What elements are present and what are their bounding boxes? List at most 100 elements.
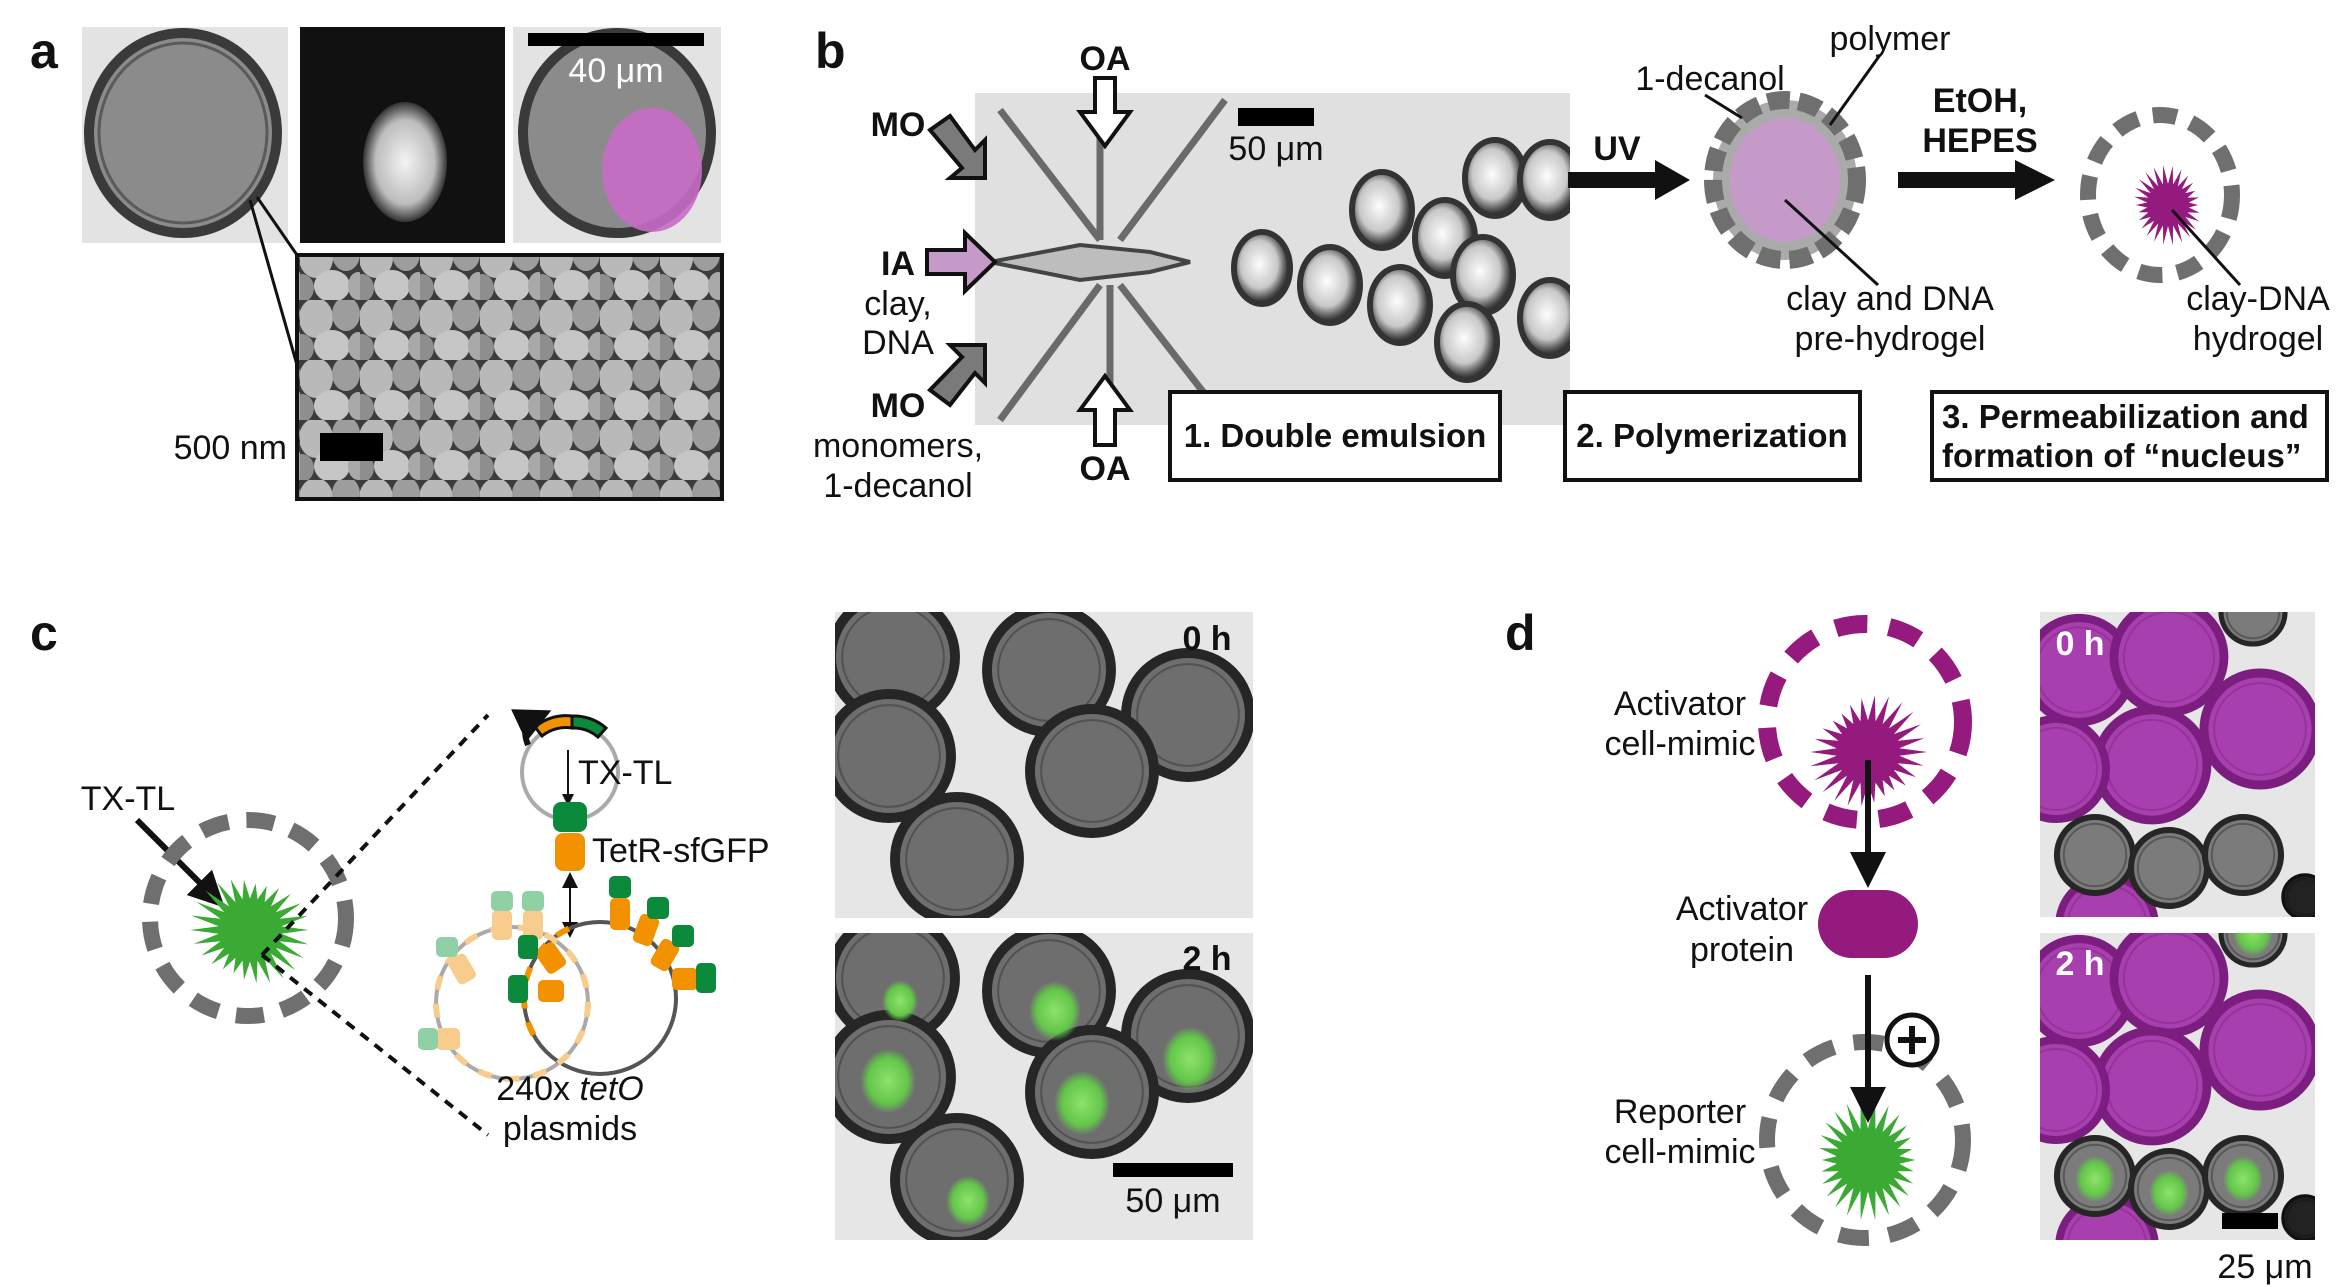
magenta-droplet-inner-ring xyxy=(2040,1048,2098,1132)
overlay-micrograph xyxy=(513,27,721,243)
time-label-0h-d: 0 h xyxy=(2055,625,2104,663)
label-ia: IA xyxy=(881,245,915,283)
label-tetr-sfgfp: TetR-sfGFP xyxy=(592,832,770,870)
magenta-droplet xyxy=(2092,1026,2212,1146)
droplet xyxy=(835,689,956,823)
pre-hydrogel-core xyxy=(1730,118,1840,242)
tetr-domain xyxy=(555,833,585,871)
magenta-droplet-inner-ring xyxy=(2213,682,2307,776)
droplet-inner-ring xyxy=(837,1025,941,1129)
activator-protein-icon xyxy=(1818,890,1918,958)
green-fluorescent-spot xyxy=(2149,1170,2189,1216)
leader-line xyxy=(1828,54,1882,126)
reporter-droplet-inner-ring xyxy=(2225,933,2281,961)
time-label-2h-d: 2 h xyxy=(2055,945,2104,983)
magenta-droplet-inner-ring xyxy=(2122,612,2216,704)
step-label-3a: 3. Permeabilization and xyxy=(1942,398,2309,435)
magenta-droplet-inner-ring xyxy=(2122,933,2216,1025)
green-fluorescent-spot xyxy=(1029,981,1081,1041)
green-fluorescent-spot xyxy=(2075,1156,2115,1202)
label-hydrogel-1: clay-DNA xyxy=(2186,280,2330,318)
label-oa-bottom: OA xyxy=(1080,450,1131,488)
label-reporter-mimic-1: Reporter xyxy=(1614,1093,1746,1131)
label-mo-top: MO xyxy=(871,106,926,144)
magenta-droplet-inner-ring xyxy=(2213,1003,2307,1097)
reporter-droplet xyxy=(2201,813,2285,897)
mo-inlet-arrow-icon xyxy=(927,113,987,180)
ia-inlet-arrow-icon xyxy=(925,228,998,296)
scale-bar-label-500nm: 500 nm xyxy=(174,429,287,467)
zoom-line xyxy=(248,199,299,366)
label-reporter-mimic-2: cell-mimic xyxy=(1604,1133,1755,1171)
polymerized-cell-mimic xyxy=(1704,91,1866,269)
time-label-0h-c: 0 h xyxy=(1182,620,1231,658)
label-uv: UV xyxy=(1593,130,1641,168)
reporter-droplet-inner-ring xyxy=(2062,1143,2128,1209)
magenta-droplet-inner-ring xyxy=(2040,727,2098,811)
step-box-polymerization: 2. Polymerization xyxy=(1563,390,1862,482)
droplet-inner-ring xyxy=(2285,877,2315,917)
plasmid-count: 240x xyxy=(496,1070,579,1108)
droplet xyxy=(890,792,1024,918)
zoom-dashed-line xyxy=(260,953,490,1137)
brightfield-micrograph xyxy=(82,27,288,243)
reporter-droplet-inner-ring xyxy=(2210,822,2276,888)
reporter-droplet-inner-ring xyxy=(2225,612,2281,640)
microfluidic-chip-image xyxy=(975,93,1570,425)
magenta-droplet xyxy=(2109,933,2229,1038)
label-activator-protein-2: protein xyxy=(1690,931,1794,969)
green-fluorescent-spot xyxy=(1054,1070,1110,1136)
droplet xyxy=(1025,704,1159,838)
scale-bar-25um-d xyxy=(2222,1213,2278,1229)
green-fluorescent-spot xyxy=(1162,1026,1218,1092)
fluorescent-nucleus xyxy=(363,102,447,222)
label-mo-desc-1: monomers, xyxy=(813,427,983,465)
scale-bar-50um-c xyxy=(1113,1163,1233,1177)
label-prehydrogel-2: pre-hydrogel xyxy=(1795,320,1986,358)
reporter-droplet-inner-ring xyxy=(2062,822,2128,888)
micrograph-2h-c xyxy=(835,933,1253,1240)
magenta-droplet xyxy=(2040,1036,2110,1144)
micrograph-0h-c xyxy=(835,612,1253,918)
activator-cell-mimic xyxy=(1758,615,1972,829)
panel-label-c: c xyxy=(30,605,58,661)
scale-bar-40um xyxy=(528,33,704,46)
plasmid-name: tetO xyxy=(579,1070,643,1108)
label-activator-mimic-2: cell-mimic xyxy=(1604,725,1755,763)
magenta-droplet xyxy=(2040,715,2110,823)
leader-line xyxy=(1783,198,1880,287)
leader-line xyxy=(2170,208,2242,287)
step-box-double-emulsion: 1. Double emulsion xyxy=(1168,390,1502,482)
label-plasmids: plasmids xyxy=(503,1110,637,1148)
leader-line xyxy=(1704,93,1743,120)
droplet-inner-ring xyxy=(1040,1040,1144,1144)
scale-bar-label-40um: 40 μm xyxy=(568,52,663,90)
activation-plus-icon xyxy=(1884,1012,1940,1068)
bound-repressors-faded xyxy=(418,891,544,1050)
droplet-inner-ring xyxy=(905,1128,1009,1232)
magenta-nucleus xyxy=(602,108,702,232)
label-mo-desc-2: 1-decanol xyxy=(823,467,972,505)
micrograph-0h-d xyxy=(2040,612,2315,917)
magenta-droplet xyxy=(2199,989,2315,1111)
reporter-nucleus-icon xyxy=(1819,1099,1916,1221)
droplet-inner-ring xyxy=(1136,663,1240,767)
label-activator-protein-1: Activator xyxy=(1676,890,1808,928)
oa-inlet-arrow-icon xyxy=(1076,372,1134,447)
label-polymer: polymer xyxy=(1830,20,1951,58)
scale-bar-label-25um-d: 25 μm xyxy=(2217,1248,2312,1286)
label-txtl: TX-TL xyxy=(81,780,175,818)
zoom-line xyxy=(255,196,299,256)
step-label-1: 1. Double emulsion xyxy=(1184,417,1487,454)
label-hepes: HEPES xyxy=(1922,122,2037,160)
reporter-droplet-inner-ring xyxy=(2136,1156,2202,1222)
label-1-decanol: 1-decanol xyxy=(1635,60,1784,98)
green-fluorescent-spot xyxy=(2223,1156,2263,1202)
step-box-permeabilization: 3. Permeabilization and formation of “nu… xyxy=(1930,390,2329,482)
droplet-inner-ring xyxy=(837,704,941,808)
panel-label-b: b xyxy=(815,23,846,79)
reporter-droplet xyxy=(2053,813,2137,897)
reporter-droplet xyxy=(2127,826,2211,910)
tetO-plasmids xyxy=(418,876,716,1082)
scale-bar-label-50um-c: 50 μm xyxy=(1125,1182,1220,1220)
